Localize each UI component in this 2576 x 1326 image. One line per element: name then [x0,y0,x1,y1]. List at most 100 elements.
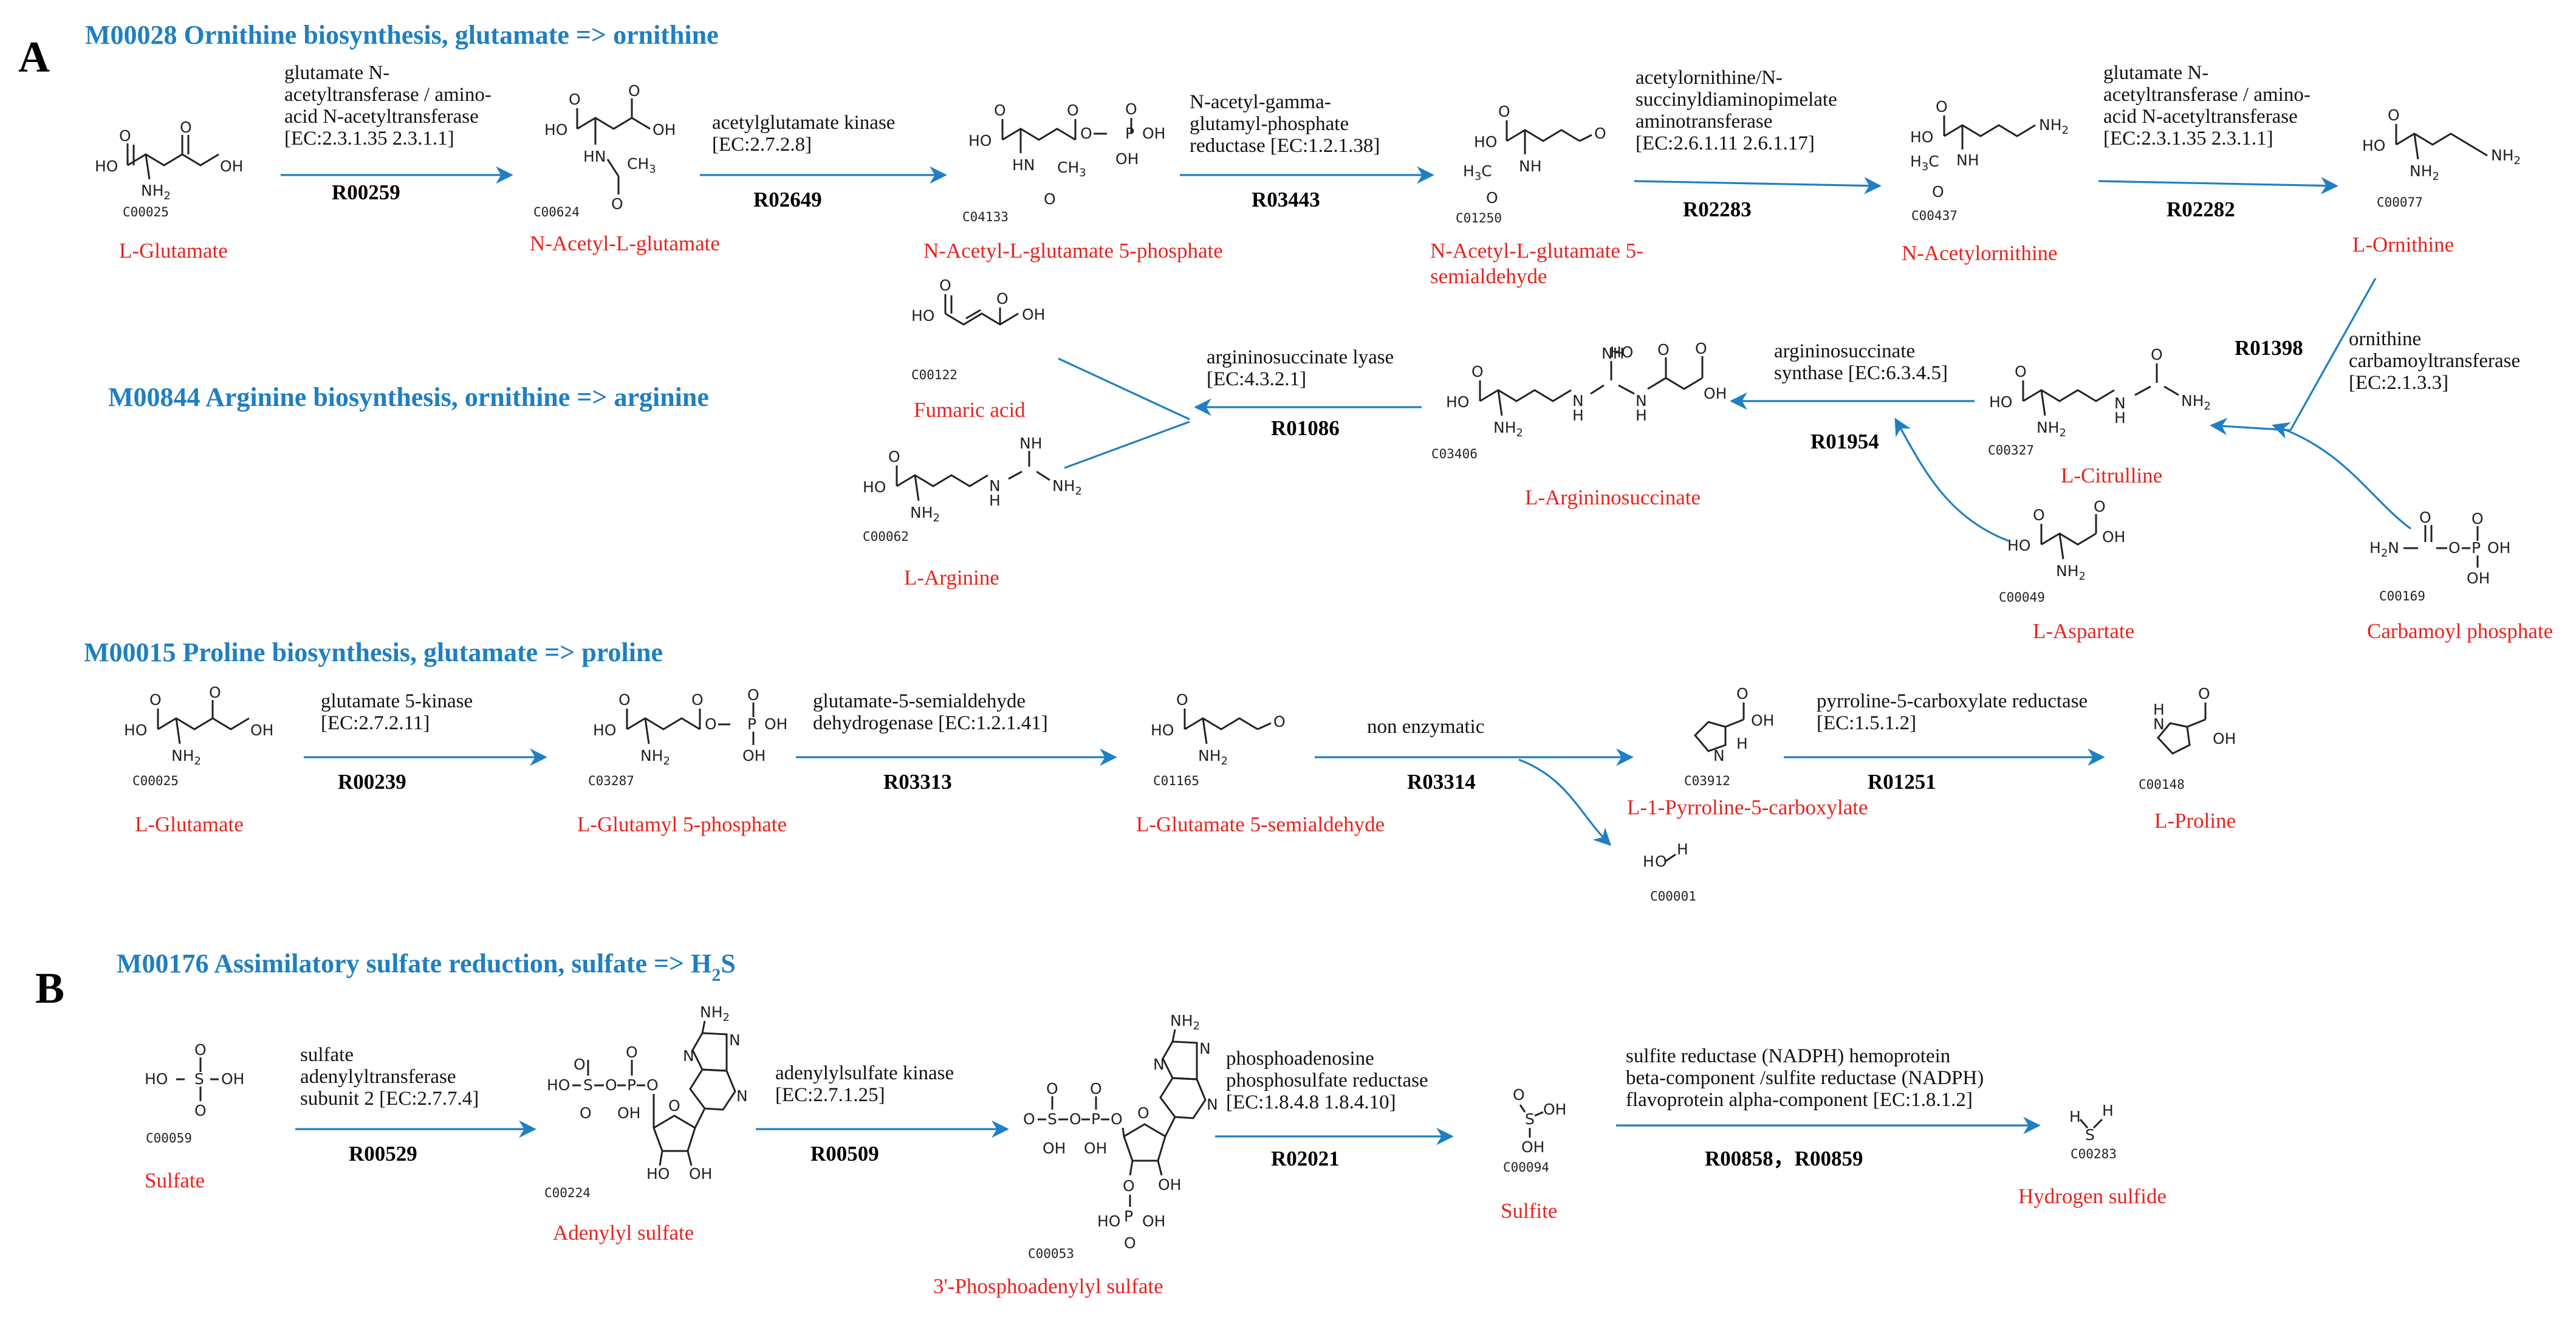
enzyme-r02649: acetylglutamate kinase [EC:2.7.2.8] [712,112,900,156]
svg-text:O: O [1513,1086,1525,1104]
svg-text:HO: HO [1910,128,1933,146]
module-title-m00844: M00844 Arginine biosynthesis, ornithine … [108,382,709,412]
svg-text:H2N: H2N [2369,539,2399,560]
svg-text:O: O [2198,685,2210,703]
structure-l-argininosuccinate: O HO N H NH N H HO O O OH NH2 [1446,340,1727,439]
structure-sulfate: HO S O O OH [145,1041,244,1119]
structure-l-aspartate: O O HO OH NH2 [2007,498,2125,583]
enzyme-r00858: sulfite reductase (NADPH) hemoprotein be… [1626,1045,1989,1111]
compound-name-argsuc: L-Argininosuccinate [1525,486,1701,509]
structure-l-glutamate-5-semialdehyde: O HO O NH2 [1151,691,1286,768]
svg-text:OH: OH [1158,1176,1181,1194]
svg-text:OH: OH [1142,125,1165,142]
arrow-carbamoyl-input [2272,422,2411,530]
enzyme-r00259: glutamate N- acetyltransferase / amino- … [284,62,496,149]
svg-text:NH2: NH2 [2056,562,2086,583]
structure-n-acetyl-l-glutamate-5-phosphate: O O HO O P OH O OH HN CH3 O [968,100,1165,208]
compound-name-h2s: Hydrogen sulfide [2018,1184,2167,1208]
svg-text:NH2: NH2 [1493,419,1523,439]
compound-id-fum: C00122 [911,368,957,382]
reaction-id-r00509: R00509 [810,1142,879,1166]
svg-text:N: N [1207,1096,1218,1113]
svg-text:O: O [1111,1110,1123,1128]
enzyme-r01954: argininosuccinate synthase [EC:6.3.4.5] [1774,340,1948,384]
compound-name-p5c: L-1-Pyrroline-5-carboxylate [1627,795,1868,819]
compound-name-paps: 3'-Phosphoadenylyl sulfate [933,1274,1163,1298]
svg-text:O: O [1125,100,1137,118]
svg-text:NH2: NH2 [910,504,940,524]
svg-text:O: O [996,290,1009,307]
svg-text:P: P [1125,125,1134,142]
compound-id-glu2: C00025 [132,774,179,788]
reaction-id-r01398: R01398 [2235,336,2303,360]
svg-text:N: N [1572,392,1584,410]
enzyme-r03443: N-acetyl-gamma- glutamyl-phosphate reduc… [1190,91,1380,157]
module-title-m00015: M00015 Proline biosynthesis, glutamate =… [84,637,663,667]
svg-text:HO: HO [968,132,992,149]
svg-text:OH: OH [1022,306,1045,323]
svg-text:NH2: NH2 [141,182,171,202]
reaction-id-r00529: R00529 [349,1142,417,1166]
panel-label-b: B [35,964,64,1012]
svg-text:OH: OH [1043,1139,1066,1157]
compound-id-nagp: C04133 [962,210,1009,224]
svg-text:O: O [2094,498,2106,515]
svg-text:HO: HO [124,721,147,739]
svg-text:OH: OH [653,121,676,139]
svg-text:OH: OH [2102,528,2125,546]
structure-water: H O H [1643,840,1688,870]
svg-text:O: O [194,1041,207,1059]
enzyme-r01398: ornithine carbamoyltransferase [EC:2.1.3… [2349,328,2525,394]
svg-text:N: N [1153,1056,1165,1073]
svg-text:O: O [574,1056,586,1073]
structure-3-phosphoadenylyl-sulfate: O S O O P O O OH OH O O P HO OH O OH NH2… [1023,1012,1218,1252]
svg-text:NH2: NH2 [1170,1012,1200,1032]
svg-text:S: S [1525,1110,1535,1128]
svg-text:O: O [1080,125,1092,142]
compound-name-asp: L-Aspartate [2033,619,2134,643]
svg-text:O: O [180,119,192,136]
svg-text:S: S [583,1076,593,1094]
compound-name-naorn: N-Acetylornithine [1902,241,2058,265]
svg-text:O: O [1090,1080,1102,1098]
structure-l-1-pyrroline-5-carboxylate: N H O OH [1693,685,1774,764]
reaction-id-r01954: R01954 [1810,430,1879,453]
enzyme-r00529: sulfate adenylyltransferase subunit 2 [E… [300,1044,479,1110]
svg-text:O: O [605,1076,617,1094]
structure-l-ornithine: O HO NH2 NH2 [2362,106,2521,183]
svg-text:HO: HO [863,478,886,496]
svg-text:O: O [2448,539,2461,557]
svg-text:HO: HO [1610,343,1633,361]
svg-text:H: H [1736,735,1748,752]
compound-name-orn: L-Ornithine [2352,233,2454,256]
svg-text:O: O [626,1043,638,1061]
compound-id-so3: C00094 [1503,1160,1549,1175]
svg-text:HO: HO [547,1076,570,1094]
svg-text:N: N [1636,392,1647,410]
svg-text:NH2: NH2 [171,747,201,768]
svg-text:O: O [1736,685,1749,703]
svg-text:CH3: CH3 [1057,159,1086,179]
reaction-id-r03314: R03314 [1407,770,1476,794]
svg-text:NH2: NH2 [640,747,670,768]
svg-text:NH2: NH2 [2039,116,2069,137]
svg-text:N: N [683,1047,694,1065]
enzyme-r02021: phosphoadenosine phosphosulfate reductas… [1226,1048,1433,1113]
svg-text:O: O [2033,506,2045,524]
svg-text:O: O [2419,509,2431,526]
svg-text:NH2: NH2 [2491,146,2521,167]
svg-text:OH: OH [1142,1212,1165,1230]
svg-text:H: H [2114,409,2126,427]
compound-id-paps: C00053 [1028,1246,1074,1261]
compound-id-nags: C01250 [1456,211,1502,225]
arrow-water-output [1518,758,1612,847]
svg-text:O: O [1657,341,1670,359]
svg-text:HO: HO [2362,137,2385,154]
svg-text:N: N [729,1031,741,1049]
module-title-m00028: M00028 Ornithine biosynthesis, glutamate… [85,20,719,50]
svg-text:O: O [1124,1234,1136,1252]
compound-name-aps: Adenylyl sulfate [553,1221,694,1245]
svg-text:NH2: NH2 [2410,162,2439,183]
compound-id-argsuc: C03406 [1431,447,1478,461]
